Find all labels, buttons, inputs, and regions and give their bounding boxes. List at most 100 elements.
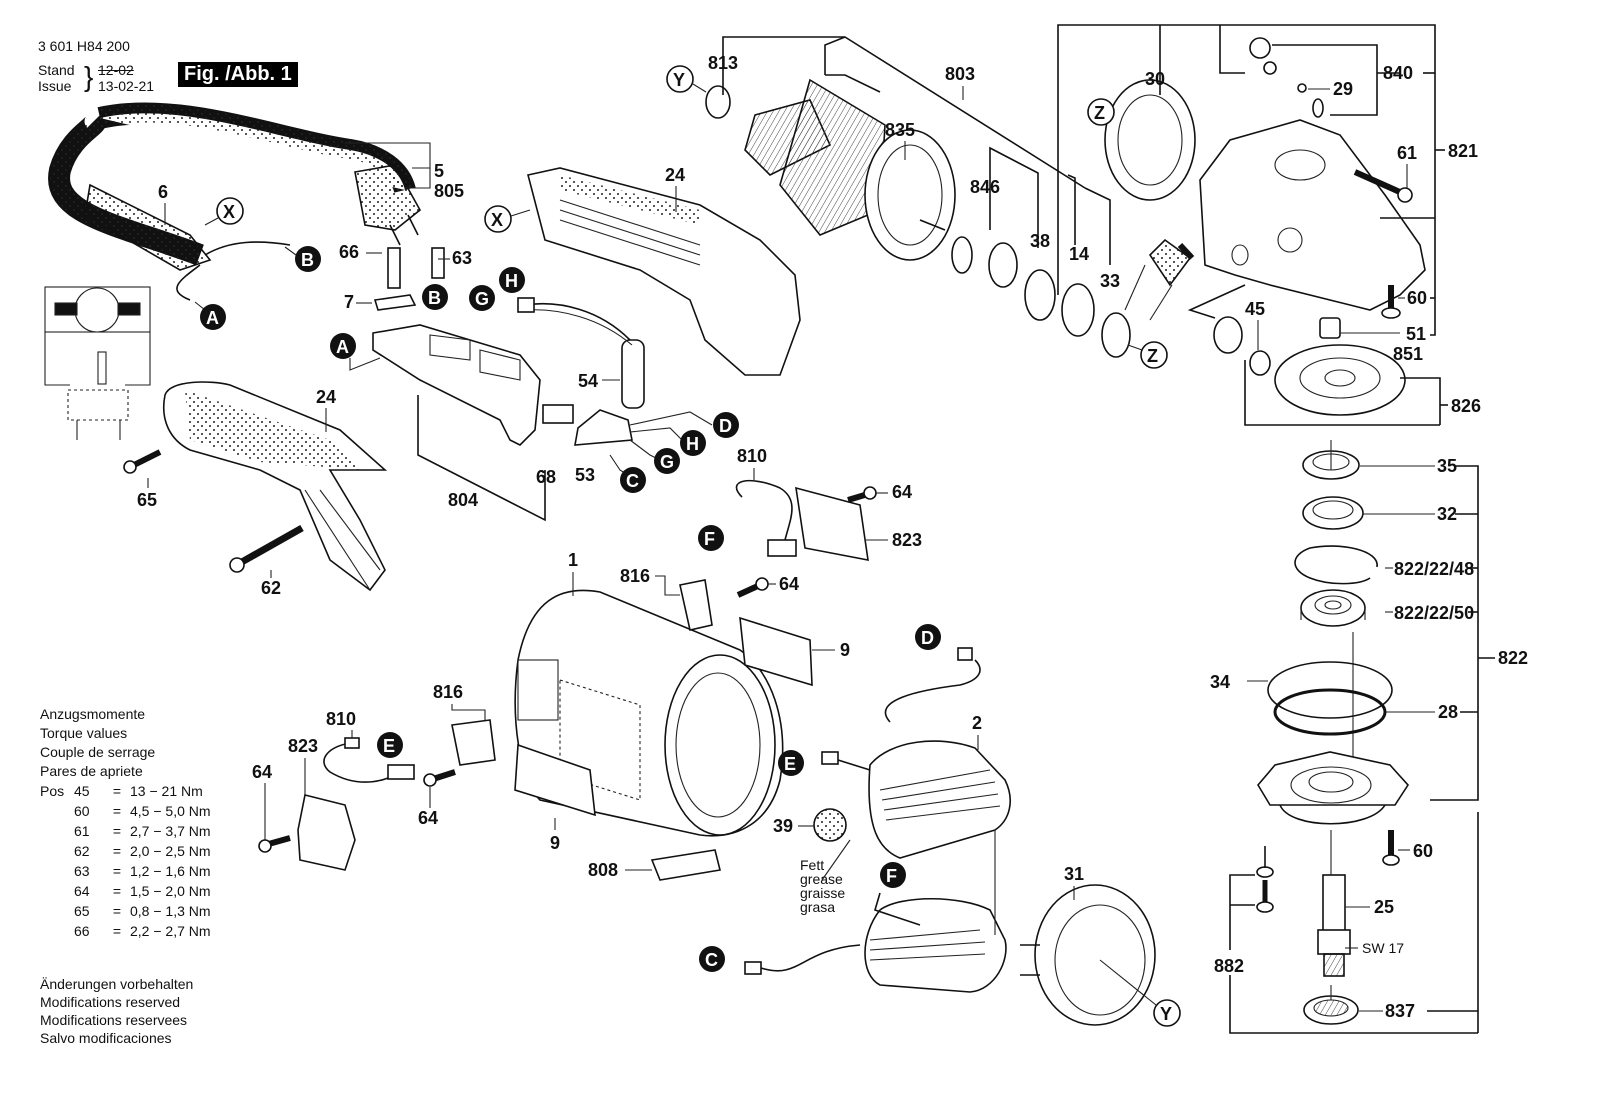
torque-legend: Anzugsmomente Torque values Couple de se… <box>40 705 211 941</box>
label-5: 5 <box>434 161 444 181</box>
screw-64-mid <box>736 577 769 598</box>
bearing-822-22-50 <box>1300 589 1366 627</box>
grease-packet <box>1124 238 1195 321</box>
label-31: 31 <box>1064 864 1084 884</box>
gear-30 <box>1104 79 1196 201</box>
torque-value: 1,5 − 2,0 Nm <box>130 883 211 899</box>
torque-row: 61=2,7 − 3,7 Nm <box>40 821 211 841</box>
cap-840 <box>1249 37 1324 118</box>
label-60-flange: 60 <box>1413 841 1433 861</box>
part-number: 3 601 H84 200 <box>38 38 130 54</box>
field-coil <box>864 740 1011 993</box>
connector-x-handle: X <box>484 205 531 233</box>
svg-text:X: X <box>223 202 235 222</box>
label-804: 804 <box>448 490 478 510</box>
issue-date: 13-02-21 <box>98 78 155 94</box>
circuit-schematic <box>44 286 151 440</box>
retaining-ring-846 <box>951 236 973 274</box>
armature <box>705 78 956 261</box>
screw-60-flange <box>1382 830 1400 866</box>
torque-heading-en: Torque values <box>40 725 128 741</box>
screw-64-holder <box>423 769 456 787</box>
crown-gear-826 <box>1274 344 1406 416</box>
brace: } <box>84 61 94 92</box>
label-9-bottom: 9 <box>550 833 560 853</box>
label-30: 30 <box>1145 69 1165 89</box>
brush-lead-810-top <box>735 479 793 541</box>
torque-eq: = <box>112 823 122 839</box>
torque-eq: = <box>112 903 122 919</box>
connector-y-bottom: Y <box>1099 959 1181 1027</box>
svg-text:H: H <box>686 434 699 454</box>
label-2: 2 <box>972 713 982 733</box>
connector-d-switch: D <box>713 412 739 438</box>
label-33: 33 <box>1100 271 1120 291</box>
connector-d-motor: D <box>915 624 973 661</box>
label-35: 35 <box>1437 456 1457 476</box>
torque-pos: 66 <box>74 923 90 939</box>
brush-cover-823-top <box>795 486 869 561</box>
svg-text:F: F <box>886 866 897 886</box>
label-plate-808 <box>650 849 721 881</box>
label-826: 826 <box>1451 396 1481 416</box>
label-62: 62 <box>261 578 281 598</box>
label-816-left: 816 <box>433 682 463 702</box>
connector-e-left: E <box>377 732 403 758</box>
label-835: 835 <box>885 120 915 140</box>
connector-f-motor: F <box>874 862 921 926</box>
label-6: 6 <box>158 182 168 202</box>
note-es: Salvo modificaciones <box>40 1030 172 1046</box>
svg-text:E: E <box>383 736 395 756</box>
connector-z-bearing: Z <box>1127 341 1168 369</box>
stand-label: Stand <box>38 62 75 78</box>
torque-value: 13 − 21 Nm <box>130 783 203 799</box>
bracket-804 <box>417 395 546 522</box>
svg-text:Y: Y <box>673 70 685 90</box>
label-822-22-50: 822/22/50 <box>1394 603 1474 623</box>
label-810-top: 810 <box>737 446 767 466</box>
label-plate-9-top <box>739 616 813 687</box>
svg-text:C: C <box>626 471 639 491</box>
bearing-14 <box>1024 269 1056 321</box>
label-9-top: 9 <box>840 640 850 660</box>
note-fr: Modifications reservees <box>40 1012 188 1028</box>
label-64-holder: 64 <box>418 808 438 828</box>
label-822-22-48: 822/22/48 <box>1394 559 1474 579</box>
label-7: 7 <box>344 292 354 312</box>
connector-x-cord: X <box>204 197 244 226</box>
connector-y-top: Y <box>666 65 707 93</box>
modification-notes: Änderungen vorbehalten Modifications res… <box>40 975 193 1047</box>
connector-g-switch: G <box>654 448 680 474</box>
carbon-brush-left <box>387 764 415 780</box>
screw-61 <box>1353 169 1413 203</box>
label-34: 34 <box>1210 672 1230 692</box>
spindle-25 <box>1317 830 1351 977</box>
label-64-mid: 64 <box>779 574 799 594</box>
screw-882-b <box>1256 880 1274 913</box>
spindle-nut-35 <box>1302 440 1360 480</box>
label-808: 808 <box>588 860 618 880</box>
connector-e-motor: E <box>778 750 871 776</box>
power-cord <box>48 102 422 301</box>
connector-a-cord: A <box>194 301 226 330</box>
label-29: 29 <box>1333 79 1353 99</box>
torque-heading-fr: Couple de serrage <box>40 744 156 760</box>
label-38: 38 <box>1030 231 1050 251</box>
torque-row: 60=4,5 − 5,0 Nm <box>40 801 211 821</box>
screw-62 <box>229 524 304 573</box>
leader-805 <box>405 168 431 189</box>
guard-clamp-34 <box>1267 661 1393 719</box>
connector-f-top: F <box>698 525 724 551</box>
torque-row: 63=1,2 − 1,6 Nm <box>40 861 211 881</box>
connector-b-cord: B <box>284 246 321 272</box>
torque-eq: = <box>112 843 122 859</box>
screw-64-top <box>847 486 877 503</box>
torque-row: 64=1,5 − 2,0 Nm <box>40 881 211 901</box>
svg-text:G: G <box>475 289 489 309</box>
svg-text:Z: Z <box>1147 346 1158 366</box>
label-54: 54 <box>578 371 598 391</box>
torque-pos: 62 <box>74 843 90 859</box>
torque-pos: 63 <box>74 863 90 879</box>
label-60-housing: 60 <box>1407 288 1427 308</box>
label-840: 840 <box>1383 63 1413 83</box>
